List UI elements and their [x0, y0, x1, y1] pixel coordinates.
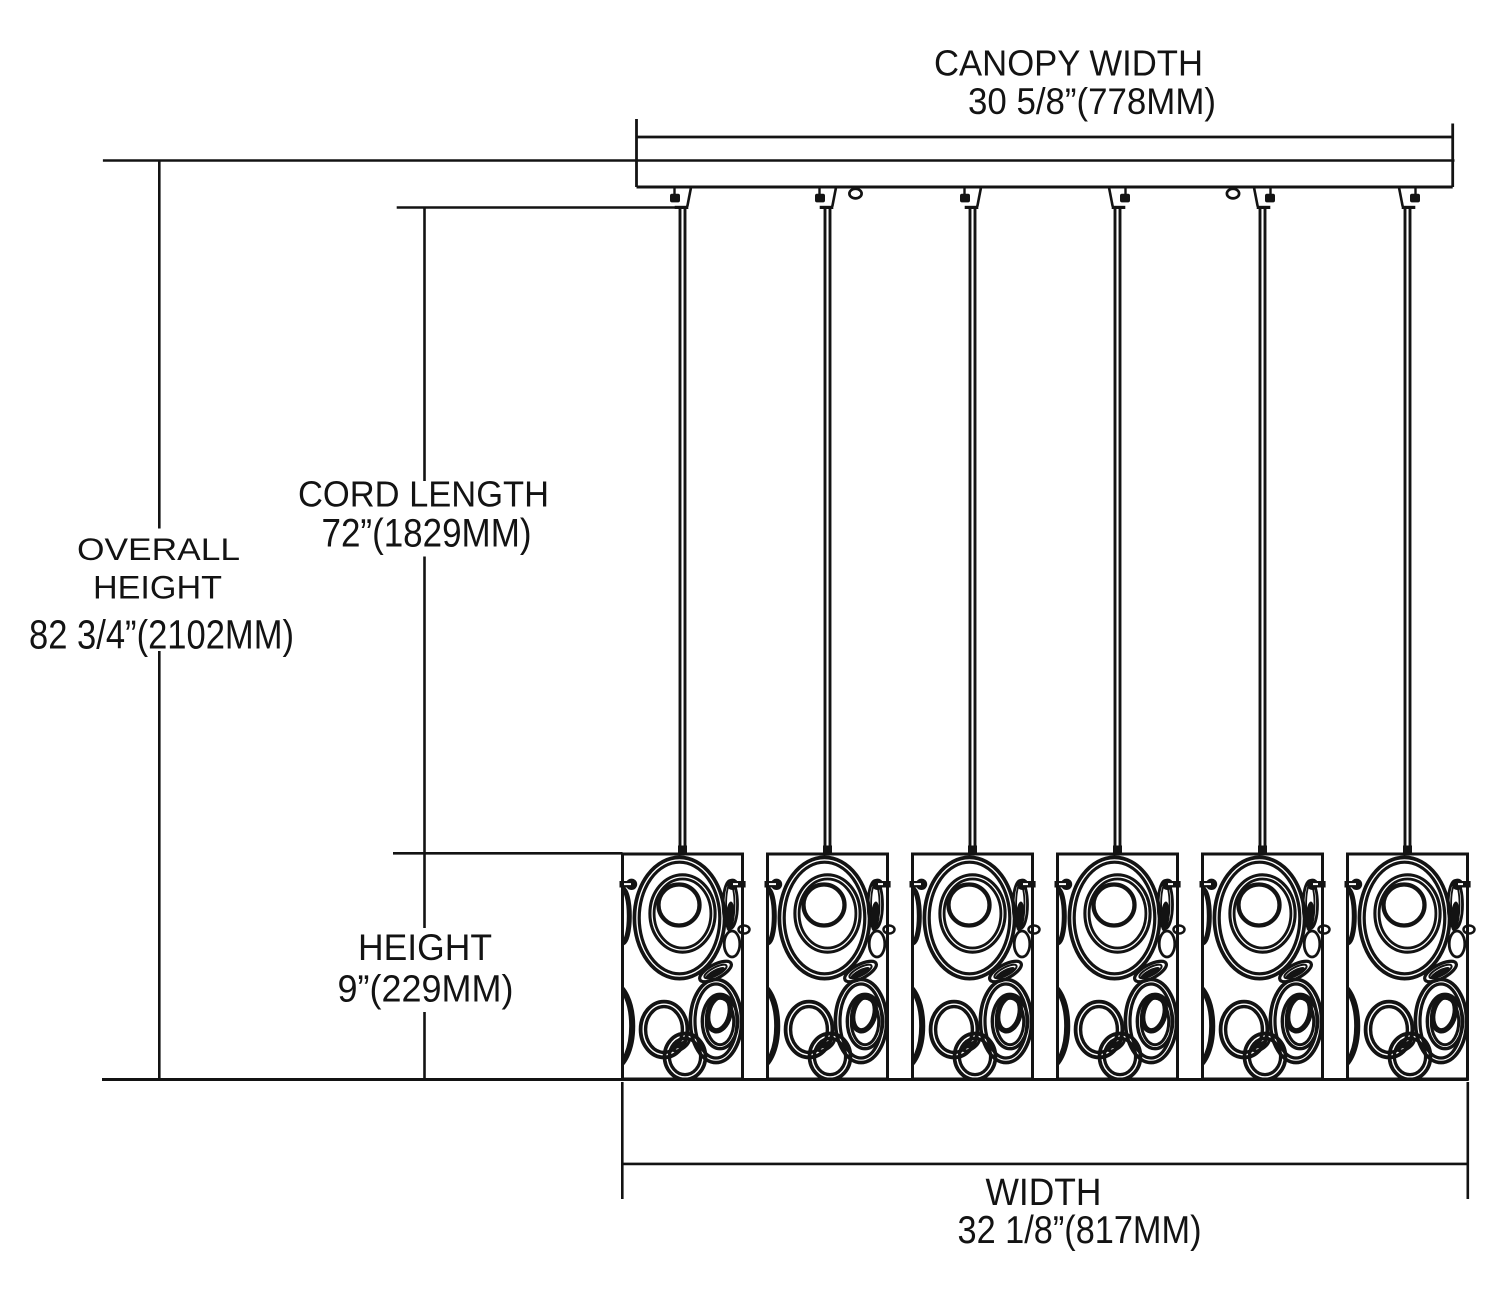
svg-text:HEIGHT: HEIGHT — [358, 927, 492, 968]
svg-text:CORD LENGTH: CORD LENGTH — [298, 475, 549, 515]
svg-text:WIDTH: WIDTH — [986, 1172, 1102, 1214]
svg-text:OVERALL: OVERALL — [77, 531, 240, 567]
svg-text:32 1/8”(817MM): 32 1/8”(817MM) — [958, 1209, 1202, 1252]
svg-text:82 3/4”(2102MM): 82 3/4”(2102MM) — [29, 612, 294, 658]
svg-text:9”(229MM): 9”(229MM) — [338, 967, 514, 1010]
svg-text:CANOPY WIDTH: CANOPY WIDTH — [934, 43, 1203, 84]
svg-text:72”(1829MM): 72”(1829MM) — [322, 512, 532, 556]
svg-text:30 5/8”(778MM): 30 5/8”(778MM) — [968, 81, 1216, 122]
svg-text:HEIGHT: HEIGHT — [93, 569, 222, 606]
